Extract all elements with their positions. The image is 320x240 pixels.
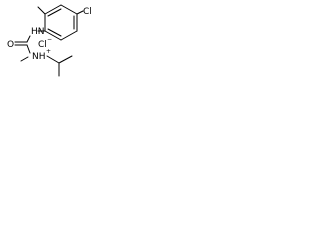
chloride-ion-label: Cl	[38, 40, 47, 50]
benzene-ring	[44, 4, 78, 41]
ring-bond	[60, 30, 78, 41]
ring-bond	[44, 30, 62, 41]
structure-canvas: Cl HN O NH + Cl −	[0, 0, 105, 110]
ring-bond	[44, 4, 62, 15]
chloride-charge-label: −	[47, 36, 52, 43]
methyl-bond	[37, 6, 46, 15]
ammonium-charge-label: +	[46, 48, 51, 55]
ring-double-bond	[47, 28, 62, 37]
ch-methyl-bond	[58, 55, 73, 64]
ring-double-bond	[47, 8, 62, 17]
urea-nh-label: HN	[31, 27, 45, 37]
n-methyl-bond	[20, 56, 29, 62]
c-n-bond	[26, 44, 31, 54]
carbonyl-oxygen-label: O	[7, 40, 14, 50]
ring-chlorine-label: Cl	[83, 7, 92, 17]
n-ch-bond	[46, 55, 60, 64]
ammonium-nh-label: NH	[32, 52, 46, 62]
n-c-bond	[26, 35, 31, 43]
ring-cl-bond	[76, 10, 84, 15]
chemical-structure-diagram: Cl HN O NH + Cl −	[7, 4, 92, 77]
ring-bond	[60, 4, 78, 15]
